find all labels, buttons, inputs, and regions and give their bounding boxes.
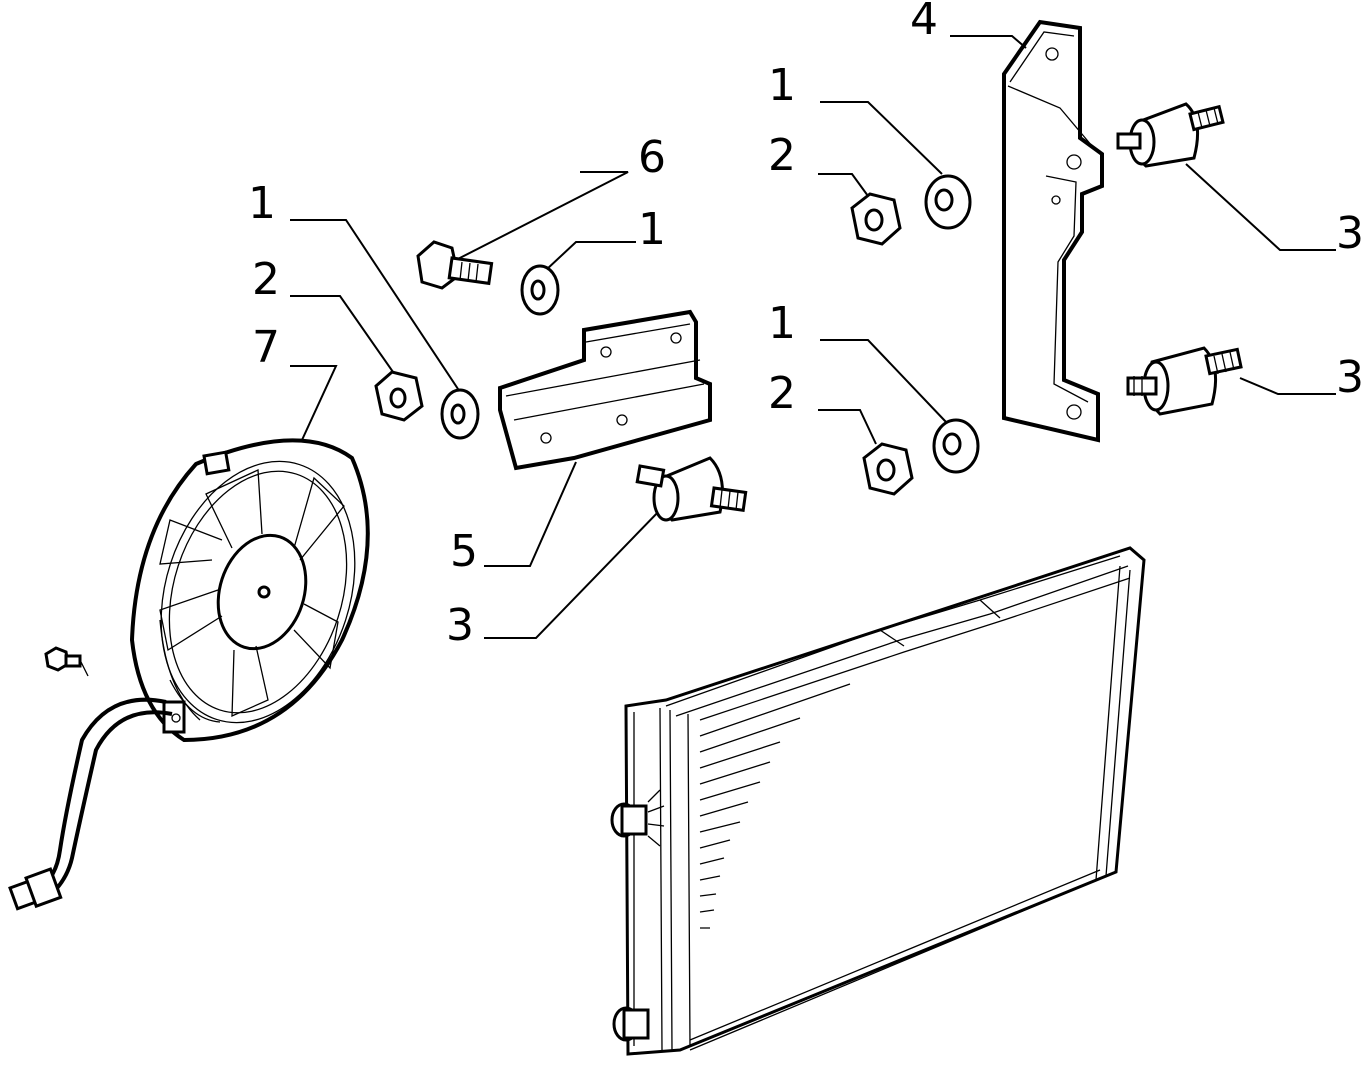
leader-lines — [290, 35, 1336, 639]
radiator-fins — [699, 683, 851, 929]
callout-2: 2 — [252, 254, 280, 305]
cooling-fan — [8, 438, 370, 911]
radiator — [610, 546, 1146, 1056]
callout-7: 7 — [252, 322, 280, 373]
small-screw — [44, 646, 89, 677]
washer-top-mid — [924, 174, 972, 230]
radiator-inlet-bottom — [612, 1006, 650, 1042]
bolt — [416, 240, 494, 290]
callout-5: 5 — [450, 526, 478, 577]
washer-center-top — [520, 264, 560, 316]
callout-2: 2 — [768, 368, 796, 419]
callout-2: 2 — [768, 130, 796, 181]
nuts — [374, 192, 914, 496]
radiator-inlet-top — [610, 789, 665, 847]
nut-left — [374, 370, 424, 422]
callout-4: 4 — [910, 0, 938, 45]
callout-3: 3 — [1336, 352, 1364, 403]
callout-1: 1 — [638, 204, 666, 255]
rubber-mount-top-right — [1116, 102, 1225, 168]
callout-1: 1 — [768, 298, 796, 349]
washer-left — [440, 388, 480, 440]
rubber-mount-center — [635, 456, 748, 522]
rubber-mount-mid-right — [1126, 346, 1243, 416]
callout-3: 3 — [446, 600, 474, 651]
callout-1: 1 — [248, 178, 276, 229]
washer-mid-right — [932, 418, 980, 474]
callout-3: 3 — [1336, 208, 1364, 259]
harness-connector — [8, 867, 63, 911]
callout-1: 1 — [768, 60, 796, 111]
washers — [440, 174, 980, 474]
small-bracket — [498, 309, 712, 471]
nut-mid-right — [862, 442, 914, 496]
nut-top-mid — [850, 192, 902, 246]
callout-6: 6 — [638, 132, 666, 183]
tall-bracket — [1002, 19, 1104, 443]
